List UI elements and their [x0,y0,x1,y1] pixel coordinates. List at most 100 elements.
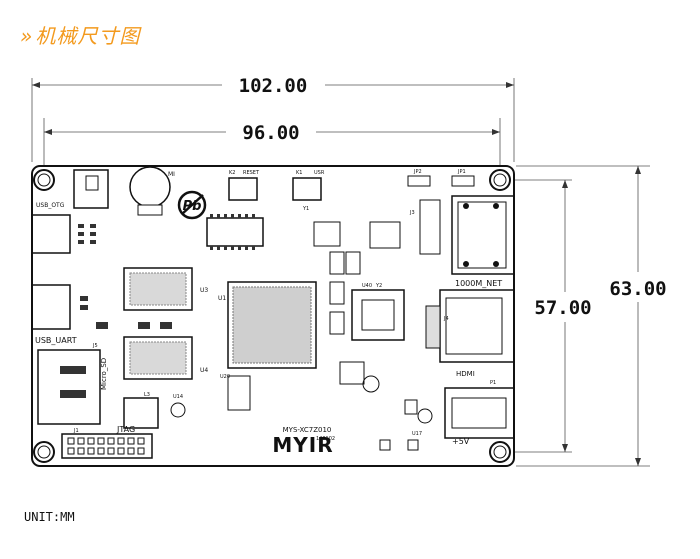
usb-host-connector [444,387,515,439]
pin [87,437,95,445]
mounting-hole-tl-inner [37,173,51,187]
resistor [80,296,88,301]
silk-micro-sd: Micro_SD [100,358,108,390]
capacitor [96,322,108,329]
silk-u3: U3 [200,287,208,294]
jumper-jp1 [451,175,475,187]
double-chevron-icon: » [20,24,34,48]
resistor [90,240,96,244]
resistor [78,232,84,236]
dim-label-overall-width: 102.00 [239,75,308,97]
ethernet-connector [451,195,515,275]
power-ic [339,361,365,385]
ddr-chip-lower [123,336,193,380]
pin [252,246,255,250]
resistor [90,232,96,236]
pin [245,214,248,218]
micro-sd-socket [37,349,101,425]
dim-label-inner-width: 96.00 [242,122,299,144]
jtag-pins [67,437,145,455]
pin [224,246,227,250]
pin [217,214,220,218]
mounting-hole-bl-inner [37,445,51,459]
power-inductor-2 [417,408,433,424]
pin [238,246,241,250]
pin [245,246,248,250]
usb-uart-connector [31,284,71,330]
jumper-jp2 [407,175,431,187]
pin [117,437,125,445]
silk-jp2: JP2 [413,169,422,175]
arrow-57-bottom [562,444,568,452]
pin [137,437,145,445]
silk-5v: +5V [452,437,470,446]
section-title-text: 机械尺寸图 [35,24,141,48]
myir-logo: MYIR [272,433,333,457]
silk-reset: RESET [243,170,260,176]
inductor-l3 [123,397,159,429]
silk-k1: K1 [296,170,302,176]
ddr-ball-grid-upper [129,272,187,306]
silk-l3: L3 [144,392,150,398]
pin [117,447,125,455]
pin [87,447,95,455]
dim-label-inner-height: 57.00 [534,297,591,319]
capacitor [329,251,345,275]
led [493,261,499,267]
mounting-hole-tr-inner [493,173,507,187]
arrow-102-right [506,82,514,88]
cap-column [329,251,361,335]
ethernet-magnetics [419,199,441,255]
mounting-hole-tr [489,169,511,191]
pin [77,437,85,445]
pin [210,246,213,250]
pin [224,214,227,218]
power-jack [73,169,109,209]
ethernet-housing [457,201,507,269]
resistor [78,240,84,244]
power-cap-2 [379,439,391,451]
silk-u14: U14 [173,394,183,400]
u20-switch [227,375,251,411]
silk-u17: U17 [412,431,422,437]
capacitor [329,311,345,335]
power-cap [404,399,418,415]
u40-chip [351,289,405,341]
silk-mi: MI [168,171,175,178]
arrow-63-top [635,166,641,174]
usb-host-housing [451,397,507,429]
resistor [80,305,88,310]
usb-otg-connector [31,214,71,254]
pin [252,214,255,218]
led [463,261,469,267]
silk-u20: U20 [220,374,230,380]
silk-j4: J4 [443,316,449,322]
silk-y2: Y2 [375,283,382,289]
zynq-soc [227,281,317,369]
arrow-57-top [562,180,568,188]
mounting-hole-br-inner [493,445,507,459]
led [463,203,469,209]
u40-die [361,299,395,331]
flash-pins [210,214,255,250]
battery-holder [137,204,163,216]
user-button-k1 [292,177,322,201]
silk-j1: J1 [73,428,79,434]
silk-usb-uart: USB_UART [35,336,77,345]
led [493,203,499,209]
silk-hdmi: HDMI [456,370,475,378]
reset-button-k2 [228,177,258,201]
mounting-hole-br [489,441,511,463]
flash-chip [206,217,264,247]
pin [127,447,135,455]
hdmi-pins [425,305,441,349]
pin [77,447,85,455]
silk-jp1: JP1 [457,169,466,175]
mounting-hole-bl [33,441,55,463]
capacitor [345,251,361,275]
silk-y1: Y1 [302,206,309,212]
capacitor [329,281,345,305]
unit-label: UNIT:MM [24,510,75,524]
silk-jtag: JTAG [116,425,135,434]
ethernet-leds [463,203,499,267]
